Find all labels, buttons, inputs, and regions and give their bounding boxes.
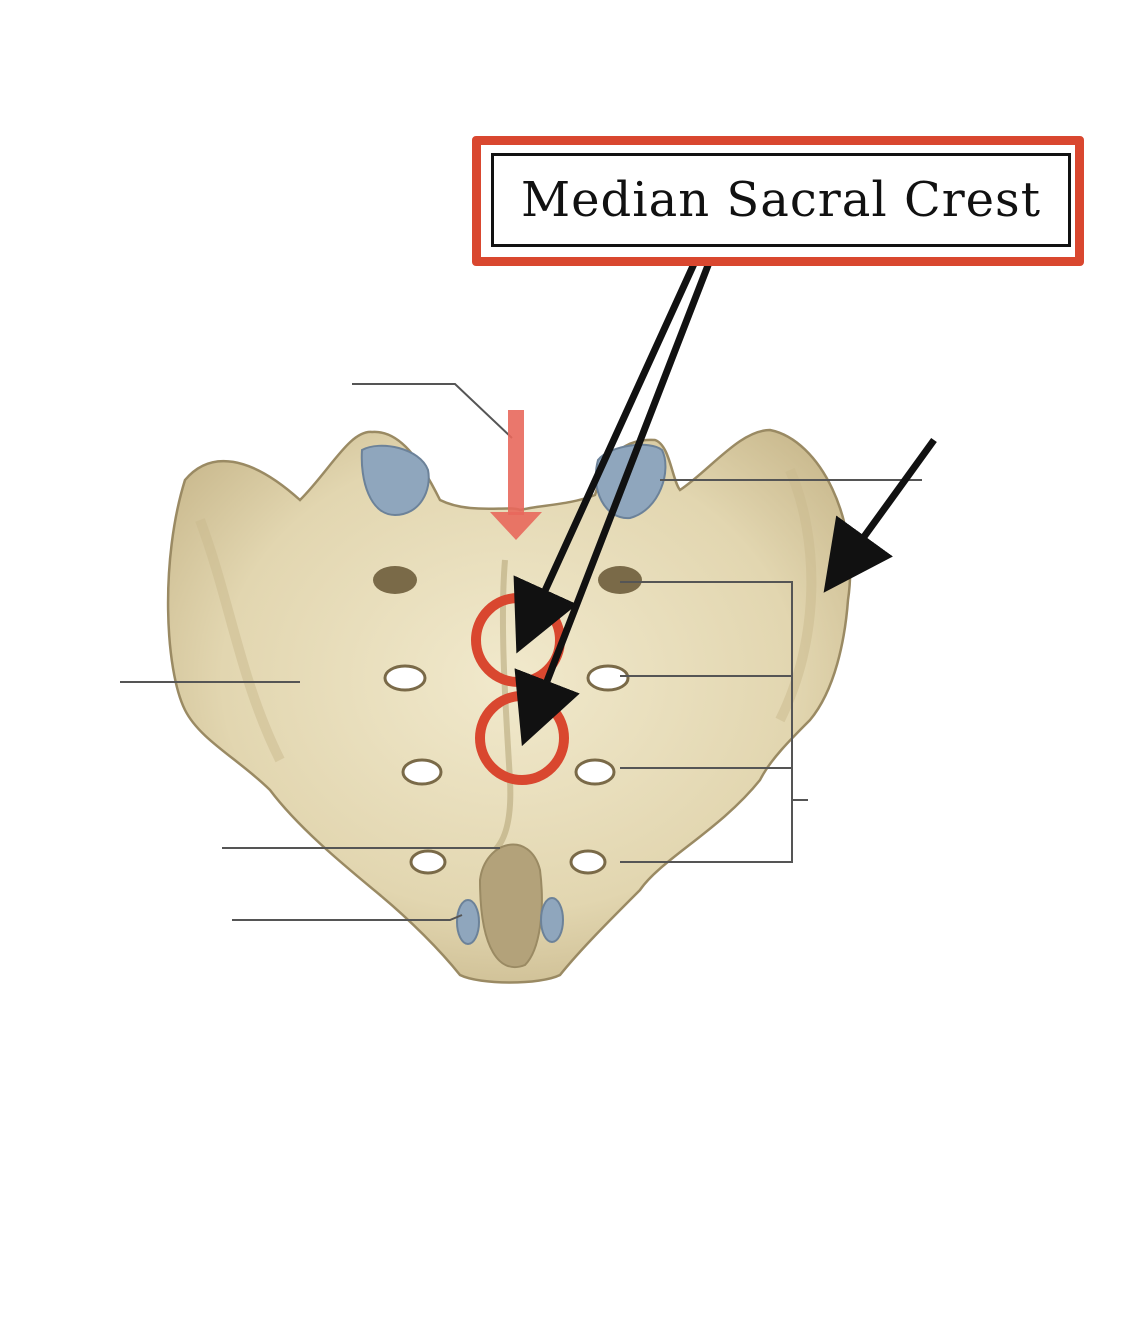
right-ala-shade — [775, 468, 817, 723]
foramen-right-3 — [574, 758, 616, 786]
callout-arrows — [513, 253, 937, 747]
callout-label: Median Sacral Crest — [521, 172, 1041, 228]
sacral-hiatus — [478, 843, 543, 969]
left-ala-shade — [195, 518, 285, 763]
callout-box: Median Sacral Crest — [472, 136, 1084, 266]
black-pointer-arrow-upper-icon — [513, 253, 702, 654]
sacrum-bone-icon — [166, 428, 852, 984]
callout-inner-frame: Median Sacral Crest — [491, 153, 1071, 247]
foramen-left-3 — [401, 758, 443, 786]
black-pointer-arrow-right-icon — [823, 437, 937, 593]
red-pointer-icon — [490, 410, 542, 540]
median-ridge — [492, 559, 514, 853]
sacrum-outline — [166, 428, 852, 984]
right-articular-facet — [594, 443, 667, 520]
foramen-left-4 — [409, 849, 447, 875]
leader-line-top-left — [352, 383, 513, 439]
left-articular-facet — [360, 444, 430, 517]
leader-line-bracket — [620, 581, 793, 863]
right-cornu — [540, 897, 564, 943]
foramen-left-1 — [373, 566, 417, 594]
foramen-right-1 — [598, 566, 642, 594]
foramen-left-2 — [383, 664, 427, 692]
left-cornu — [456, 899, 480, 945]
red-pointer-head — [490, 512, 542, 540]
leader-line-left-bottom — [232, 914, 463, 921]
black-pointer-arrow-lower-icon — [514, 253, 716, 747]
foramen-right-2 — [586, 664, 630, 692]
red-pointer-shaft — [508, 410, 524, 515]
foramen-right-4 — [569, 849, 607, 875]
leader-lines — [120, 383, 922, 921]
